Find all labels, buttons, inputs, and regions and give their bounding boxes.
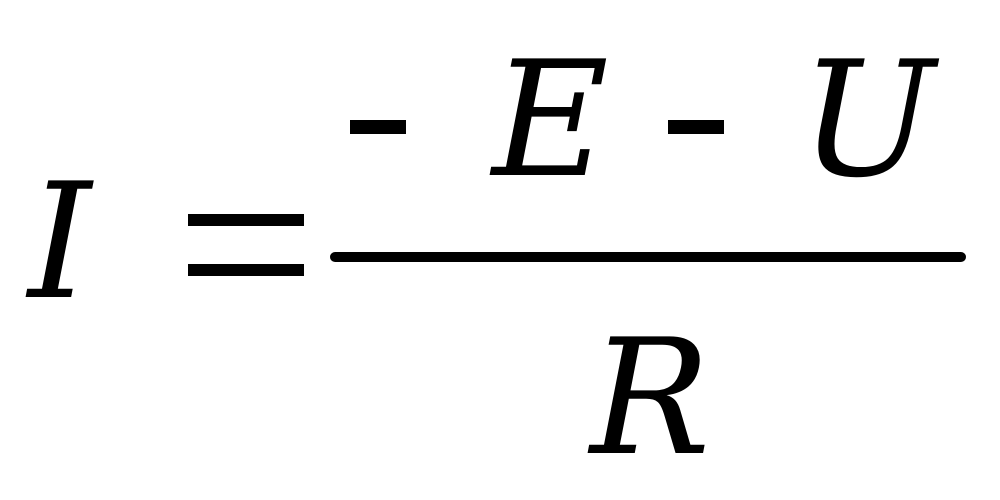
numerator-minus-sign-2	[668, 120, 724, 134]
equals-sign	[188, 210, 304, 280]
equals-bottom-bar	[188, 264, 304, 276]
numerator-minus-sign-1	[350, 120, 406, 134]
numerator-variable-u: U	[800, 26, 935, 213]
fraction-bar	[330, 252, 966, 262]
lhs-variable-i: I	[28, 148, 92, 335]
denominator-variable-r: R	[590, 304, 711, 491]
equals-top-bar	[188, 214, 304, 226]
numerator-variable-e: E	[492, 26, 609, 213]
